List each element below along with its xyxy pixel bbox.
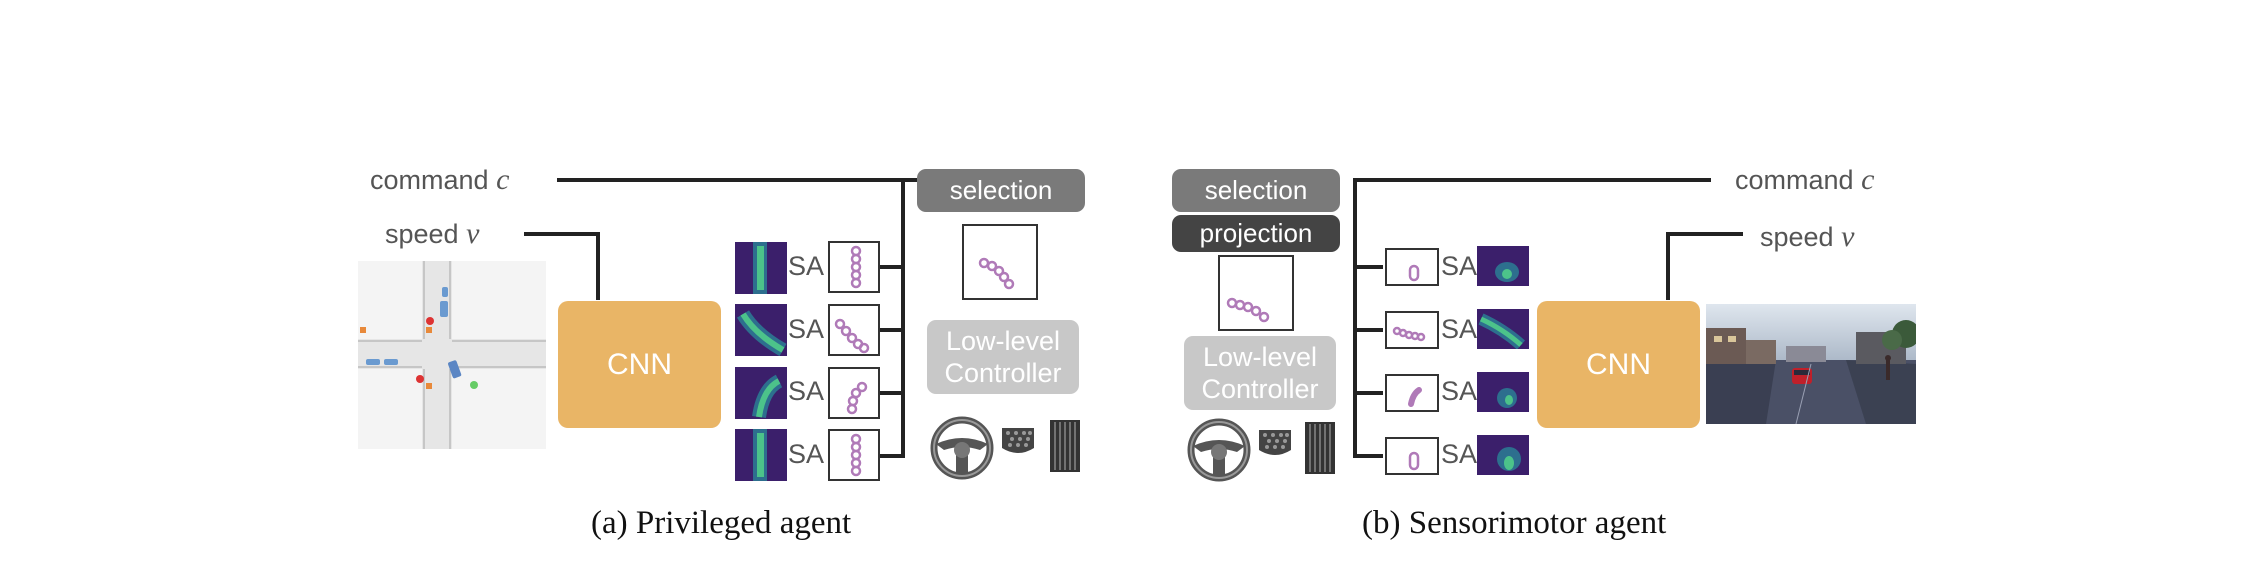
heatmap-2-left xyxy=(735,304,787,356)
heatmap-1-left xyxy=(735,242,787,294)
waypoint-box-4-left xyxy=(828,429,880,481)
sa-label-2-left: SA xyxy=(788,314,825,344)
heatmap-3-left xyxy=(735,367,787,419)
caption-left: (a) Privileged agent xyxy=(591,505,852,541)
heatmap-2-right xyxy=(1477,309,1529,349)
heatmap-3-right xyxy=(1477,372,1529,412)
camera-image xyxy=(1706,304,1916,424)
sa-label-4-right: SA xyxy=(1441,439,1478,469)
speed-connector-left xyxy=(596,232,600,300)
speed-label-left: speed v xyxy=(385,217,480,250)
bracket-tick-2-left xyxy=(880,328,905,332)
selection-block-right: selection xyxy=(1172,169,1340,212)
sa-label-3-left: SA xyxy=(788,376,825,406)
bracket-right xyxy=(1353,178,1357,458)
bracket-tick-2-right xyxy=(1353,328,1383,332)
waypoint-box-2-left xyxy=(828,304,880,356)
heatmap-4-right xyxy=(1477,435,1529,475)
gas-pedal-icon xyxy=(1050,420,1080,477)
heatmap-4-left xyxy=(735,429,787,481)
gas-pedal-icon xyxy=(1305,422,1335,479)
speed-label-right: speed v xyxy=(1760,220,1855,253)
steering-wheel-icon xyxy=(1185,416,1253,489)
bracket-tick-1-left xyxy=(880,265,905,269)
brake-pedal-icon xyxy=(1000,424,1036,463)
bracket-left xyxy=(901,178,905,458)
bracket-tick-4-right xyxy=(1353,454,1383,458)
selected-waypoints-right xyxy=(1218,255,1294,331)
waypoint-box-3-right xyxy=(1385,374,1439,412)
cnn-block-left: CNN xyxy=(558,301,721,428)
bracket-tick-1-right xyxy=(1353,265,1383,269)
sa-label-4-left: SA xyxy=(788,439,825,469)
waypoint-box-1-right xyxy=(1385,248,1439,286)
sa-label-1-left: SA xyxy=(788,251,825,281)
sa-label-1-right: SA xyxy=(1441,251,1478,281)
waypoint-box-4-right xyxy=(1385,437,1439,475)
birds-eye-map xyxy=(358,261,546,449)
steering-wheel-icon xyxy=(928,414,996,487)
projection-block-right: projection xyxy=(1172,215,1340,252)
speed-connector-right xyxy=(1666,232,1670,300)
selection-block-left: selection xyxy=(917,169,1085,212)
waypoint-box-2-right xyxy=(1385,311,1439,349)
command-line-left xyxy=(557,178,917,182)
bracket-tick-3-left xyxy=(880,391,905,395)
command-line-right xyxy=(1353,178,1711,182)
command-label-right: command c xyxy=(1735,163,1875,196)
heatmap-1-right xyxy=(1477,246,1529,286)
selected-waypoints-left xyxy=(962,224,1038,300)
speed-line-left xyxy=(524,232,600,236)
sa-label-3-right: SA xyxy=(1441,376,1478,406)
waypoint-box-3-left xyxy=(828,367,880,419)
cnn-block-right: CNN xyxy=(1537,301,1700,428)
sa-label-2-right: SA xyxy=(1441,314,1478,344)
caption-right: (b) Sensorimotor agent xyxy=(1362,505,1667,541)
waypoint-box-1-left xyxy=(828,241,880,293)
brake-pedal-icon xyxy=(1257,426,1293,465)
command-label-left: command c xyxy=(370,163,510,196)
speed-line-right xyxy=(1666,232,1743,236)
bracket-tick-3-right xyxy=(1353,391,1383,395)
bracket-tick-4-left xyxy=(880,454,905,458)
